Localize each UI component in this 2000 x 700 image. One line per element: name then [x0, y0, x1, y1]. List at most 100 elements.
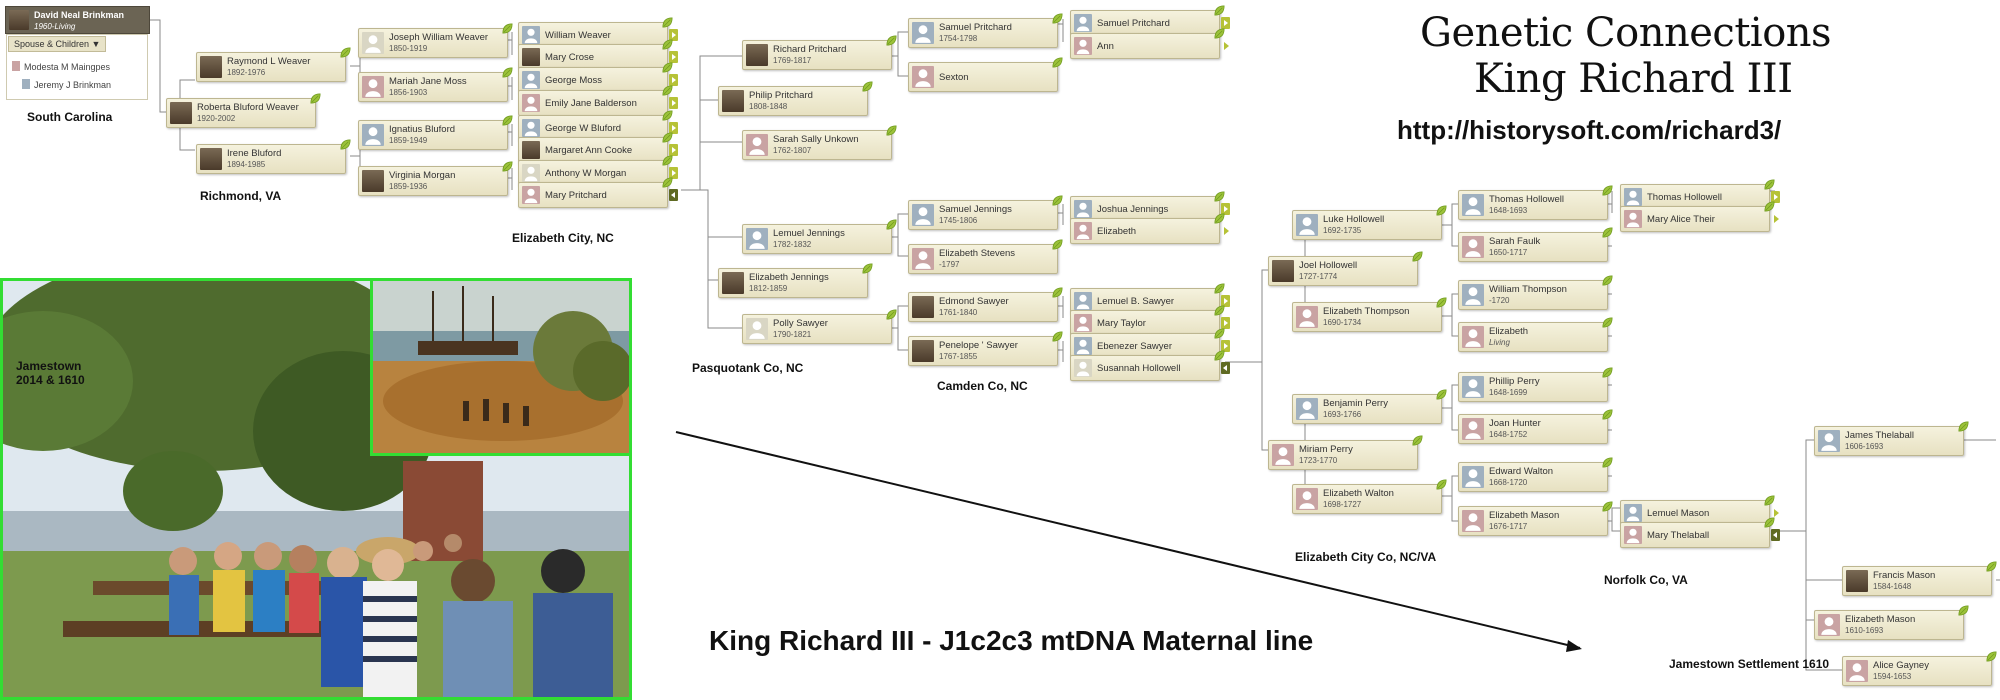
person-card-george-moss[interactable]: George Moss [518, 62, 678, 93]
expand-arrow-icon[interactable] [1224, 42, 1229, 50]
expand-ancestors-button[interactable] [1771, 191, 1780, 203]
expand-ancestors-button[interactable] [1771, 529, 1780, 541]
hint-leaf-icon[interactable] [1051, 12, 1064, 25]
hint-leaf-icon[interactable] [309, 92, 322, 105]
person-card-mary-alice[interactable]: Mary Alice Their [1620, 201, 1779, 232]
person-card-anthony[interactable]: Anthony W Morgan [518, 155, 678, 186]
hint-leaf-icon[interactable] [1213, 327, 1226, 340]
hint-leaf-icon[interactable] [1957, 420, 1970, 433]
hint-leaf-icon[interactable] [339, 138, 352, 151]
hint-leaf-icon[interactable] [1763, 516, 1776, 529]
hint-leaf-icon[interactable] [1051, 330, 1064, 343]
hint-leaf-icon[interactable] [1985, 560, 1998, 573]
person-card-emily[interactable]: Emily Jane Balderson [518, 85, 678, 116]
hint-leaf-icon[interactable] [1051, 56, 1064, 69]
hint-leaf-icon[interactable] [661, 109, 674, 122]
person-card-william-thompson[interactable]: William Thompson-1720 [1458, 275, 1613, 310]
expand-arrow-icon[interactable] [1774, 509, 1779, 517]
hint-leaf-icon[interactable] [1435, 478, 1448, 491]
person-card-george-bluford[interactable]: George W Bluford [518, 110, 678, 141]
hint-leaf-icon[interactable] [501, 160, 514, 173]
hint-leaf-icon[interactable] [1051, 194, 1064, 207]
hint-leaf-icon[interactable] [1213, 349, 1226, 362]
hint-leaf-icon[interactable] [661, 38, 674, 51]
expand-ancestors-button[interactable] [669, 144, 678, 156]
hint-leaf-icon[interactable] [661, 154, 674, 167]
expand-ancestors-button[interactable] [1221, 340, 1230, 352]
hint-leaf-icon[interactable] [1435, 388, 1448, 401]
expand-ancestors-button[interactable] [1221, 317, 1230, 329]
hint-leaf-icon[interactable] [1213, 27, 1226, 40]
hint-leaf-icon[interactable] [661, 176, 674, 189]
hint-leaf-icon[interactable] [1051, 286, 1064, 299]
hint-leaf-icon[interactable] [661, 84, 674, 97]
expand-ancestors-button[interactable] [669, 29, 678, 41]
hint-leaf-icon[interactable] [1213, 4, 1226, 17]
hint-leaf-icon[interactable] [1213, 212, 1226, 225]
hint-leaf-icon[interactable] [1601, 408, 1614, 421]
expand-ancestors-button[interactable] [1221, 295, 1230, 307]
root-person-card[interactable]: David Neal Brinkman 1960-Living [5, 6, 150, 34]
expand-arrow-icon[interactable] [1774, 215, 1779, 223]
hint-leaf-icon[interactable] [661, 131, 674, 144]
hint-leaf-icon[interactable] [885, 308, 898, 321]
hint-leaf-icon[interactable] [1601, 366, 1614, 379]
hint-leaf-icon[interactable] [885, 218, 898, 231]
hint-leaf-icon[interactable] [1411, 434, 1424, 447]
person-card-susannah[interactable]: Susannah Hollowell [1070, 350, 1230, 381]
hint-leaf-icon[interactable] [501, 22, 514, 35]
child-item[interactable]: Jeremy J Brinkman [22, 79, 111, 90]
hint-leaf-icon[interactable] [1957, 604, 1970, 617]
person-card-elizabeth-stevens[interactable]: Elizabeth Stevens-1797 [908, 239, 1063, 274]
hint-leaf-icon[interactable] [339, 46, 352, 59]
hint-leaf-icon[interactable] [1601, 184, 1614, 197]
hint-leaf-icon[interactable] [1051, 238, 1064, 251]
expand-ancestors-button[interactable] [1221, 362, 1230, 374]
person-card-ebenezer[interactable]: Ebenezer Sawyer [1070, 328, 1230, 359]
expand-arrow-icon[interactable] [1224, 227, 1229, 235]
hint-leaf-icon[interactable] [1763, 494, 1776, 507]
hint-leaf-icon[interactable] [1985, 650, 1998, 663]
person-card-samuel-p2[interactable]: Samuel Pritchard [1070, 5, 1230, 36]
hint-leaf-icon[interactable] [501, 114, 514, 127]
hint-leaf-icon[interactable] [1601, 500, 1614, 513]
expand-ancestors-button[interactable] [669, 51, 678, 63]
expand-ancestors-button[interactable] [1221, 203, 1230, 215]
expand-ancestors-button[interactable] [1221, 17, 1230, 29]
hint-leaf-icon[interactable] [1213, 282, 1226, 295]
hint-leaf-icon[interactable] [861, 262, 874, 275]
hint-leaf-icon[interactable] [1763, 178, 1776, 191]
hint-leaf-icon[interactable] [1601, 226, 1614, 239]
person-card-sexton[interactable]: Sexton [908, 57, 1063, 92]
person-card-ann[interactable]: Ann [1070, 28, 1229, 59]
person-card-lemuel-mason[interactable]: Lemuel Mason [1620, 495, 1779, 526]
website-url[interactable]: http://historysoft.com/richard3/ [1397, 115, 1782, 145]
expand-ancestors-button[interactable] [669, 122, 678, 134]
hint-leaf-icon[interactable] [1435, 296, 1448, 309]
